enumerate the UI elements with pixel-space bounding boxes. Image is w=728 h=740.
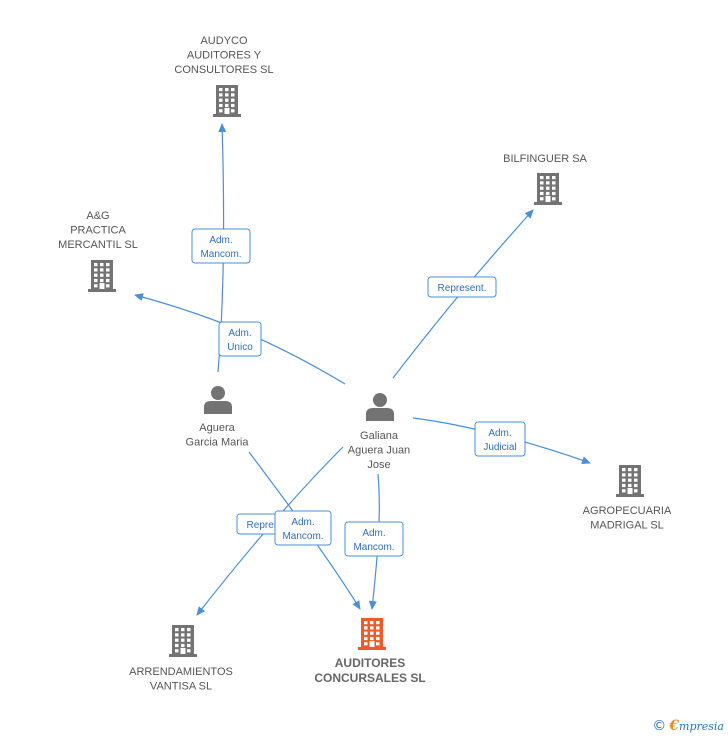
node-ag[interactable]: A&G PRACTICA MERCANTIL SL <box>58 210 138 292</box>
node-label: CONCURSALES SL <box>314 671 425 685</box>
brand-name: mpresia <box>679 720 724 733</box>
node-label: Garcia Maria <box>186 437 250 449</box>
relation-label-box <box>191 228 251 264</box>
copyright-icon: © <box>652 718 667 734</box>
node-label: MERCANTIL SL <box>58 239 138 251</box>
relation-label-text: Represent. <box>438 283 487 294</box>
relation-label-e7[interactable]: Adm. Mancom. <box>344 521 404 557</box>
relation-label-text: Adm. <box>228 328 251 339</box>
node-bilfinguer[interactable]: BILFINGUER SA <box>503 153 588 205</box>
relation-label-text: Adm. <box>362 528 385 539</box>
relation-label-e6[interactable]: Adm. Mancom. <box>274 510 332 546</box>
node-arrendamientos[interactable]: ARRENDAMIENTOS VANTISA SL <box>129 625 233 693</box>
edge-galiana-to-bilfinguer <box>392 209 534 379</box>
relation-label-text: Mancom. <box>200 249 241 260</box>
person-icon <box>366 393 394 421</box>
nodes-layer: AUDYCO AUDITORES Y CONSULTORES SL A&G PRACTI… <box>58 35 672 693</box>
relation-label-e2[interactable]: Adm. Unico <box>218 321 262 357</box>
building-icon <box>534 173 562 205</box>
relation-label-e4[interactable]: Adm. Judicial <box>474 421 526 457</box>
node-label: ARRENDAMIENTOS <box>129 666 233 678</box>
brand-initial: € <box>669 718 680 734</box>
relation-label-box <box>427 276 497 298</box>
node-label: MADRIGAL SL <box>590 520 664 532</box>
brand-logo: €mpresia <box>669 718 724 734</box>
relation-label-box <box>474 421 526 457</box>
edge-labels-layer: Adm.Mancom.Adm.UnicoRepresent.Adm.Judici… <box>191 228 526 557</box>
relation-label-text: Mancom. <box>282 531 323 542</box>
node-label: Galiana <box>360 430 399 442</box>
relation-label-box <box>218 321 262 357</box>
node-label: A&G <box>86 210 109 222</box>
building-icon <box>169 625 197 657</box>
node-label: AGROPECUARIA <box>583 505 672 517</box>
node-label: Jose <box>367 459 390 471</box>
node-label: VANTISA SL <box>150 681 212 693</box>
relation-label-text: Mancom. <box>353 542 394 553</box>
node-label: Aguera <box>199 422 235 434</box>
relation-label-text: Unico <box>227 342 253 353</box>
node-label: BILFINGUER SA <box>503 153 587 165</box>
node-agropecuaria[interactable]: AGROPECUARIA MADRIGAL SL <box>583 465 672 532</box>
relation-label-box <box>344 521 404 557</box>
node-audyco[interactable]: AUDYCO AUDITORES Y CONSULTORES SL <box>174 35 274 117</box>
relation-label-text: Adm. <box>488 428 511 439</box>
relation-label-text: Adm. <box>291 517 314 528</box>
relation-label-text: Represent. <box>247 520 296 531</box>
relation-label-text: Adm. <box>209 235 232 246</box>
node-label: PRACTICA <box>70 225 126 237</box>
relation-label-box <box>274 510 332 546</box>
node-label: AUDYCO <box>200 35 248 47</box>
building-icon <box>616 465 644 497</box>
node-label: CONSULTORES SL <box>174 64 273 76</box>
node-label: AUDITORES <box>335 656 405 670</box>
building-icon <box>358 618 386 650</box>
relation-label-e1[interactable]: Adm. Mancom. <box>191 228 251 264</box>
relation-label-e3[interactable]: Represent. <box>427 276 497 298</box>
node-label: Aguera Juan <box>348 445 410 457</box>
footer-brand[interactable]: © €mpresia <box>652 716 724 736</box>
relation-label-text: Judicial <box>483 442 516 453</box>
building-icon <box>213 85 241 117</box>
node-label: AUDITORES Y <box>187 50 262 62</box>
person-icon <box>204 386 232 414</box>
building-icon <box>88 260 116 292</box>
